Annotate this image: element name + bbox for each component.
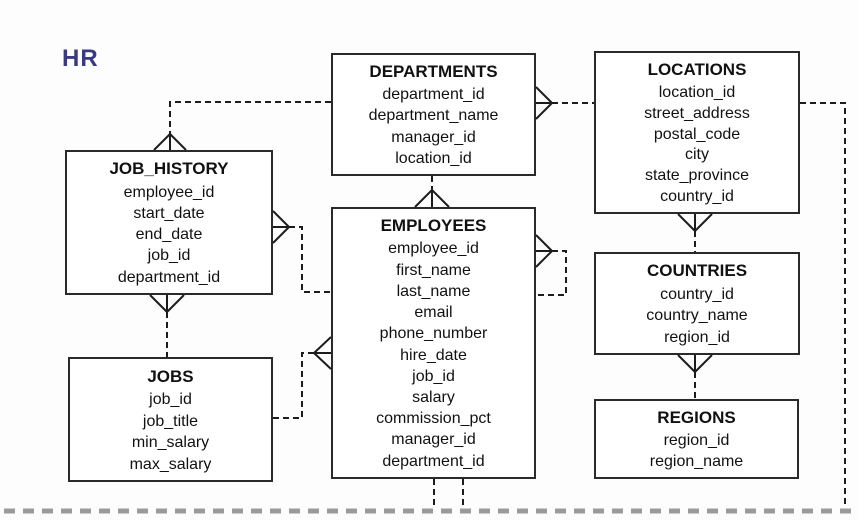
crow-foot-job-history-right-icon [272,210,290,244]
entity-field: hire_date [400,346,467,364]
entity-field: last_name [396,282,471,300]
crow-foot-employees-top-icon [414,189,450,208]
entity-field: state_province [644,167,750,185]
entity-field: email [414,304,453,322]
crow-foot-departments-right-icon [535,86,553,120]
entity-field: first_name [396,261,471,279]
entity-field: phone_number [379,325,488,343]
crow-foot-job-history-top-icon [153,133,187,151]
entity-field: country_name [646,307,748,325]
entity-field: department_id [382,86,485,104]
entity-field: min_salary [131,434,210,451]
entity-job-history: JOB_HISTORY employee_id start_date end_d… [65,150,273,295]
connector-employees-offpage [433,479,464,508]
entity-field: start_date [133,204,205,222]
entity-field: manager_id [391,128,476,146]
entity-field: region_name [649,453,744,470]
entity-field: job_id [412,367,455,385]
entity-field: commission_pct [376,410,491,428]
entity-title: REGIONS [657,408,736,427]
entity-field: end_date [135,226,203,244]
connector-countries-locations [677,213,713,252]
entity-field: employee_id [123,183,215,201]
crow-foot-employees-right-icon [535,234,553,268]
entity-field: max_salary [129,455,212,473]
connector-locations-offpage [800,102,846,507]
entity-field: employee_id [388,240,479,258]
entity-field: job_title [142,412,199,430]
connector-jobs-job-history [149,294,185,357]
schema-label: HR [62,45,99,72]
crow-foot-employees-left-icon [313,336,332,370]
connector-employees-self-manager [535,234,567,296]
entity-field: department_id [382,452,485,470]
entity-field: manager_id [391,431,476,449]
entity-field: country_id [660,188,734,206]
entity-field: postal_code [653,125,741,143]
entity-field: street_address [644,104,750,122]
entity-regions: REGIONS region_id region_name [594,399,799,479]
connector-jobs-employees [273,336,332,419]
entity-locations: LOCATIONS location_id street_address pos… [594,51,800,214]
entity-field: region_id [664,328,730,346]
crow-foot-job-history-bottom-icon [149,294,185,313]
entity-title: JOB_HISTORY [109,159,229,179]
entity-field: job_id [149,391,192,408]
connector-departments-job-history [153,101,331,151]
entity-jobs: JOBS job_id job_title min_salary max_sal… [68,357,273,482]
entity-title: EMPLOYEES [380,216,487,236]
connector-regions-countries [677,354,713,399]
entity-field: region_id [663,432,730,449]
entity-field: city [685,146,709,164]
entity-title: DEPARTMENTS [369,62,498,82]
connector-locations-departments [535,86,594,120]
entity-employees: EMPLOYEES employee_id first_name last_na… [331,207,536,479]
entity-departments: DEPARTMENTS department_id department_nam… [331,53,536,176]
entity-title: LOCATIONS [647,59,747,79]
entity-title: JOBS [147,366,194,386]
entity-field: location_id [658,83,736,101]
entity-field: department_id [117,268,221,286]
entity-field: salary [412,388,455,406]
connector-employees-job-history [272,210,331,293]
entity-field: job_id [147,247,191,265]
entity-field: country_id [660,285,734,303]
entity-countries: COUNTRIES country_id country_name region… [594,252,800,355]
connector-departments-employees [414,176,450,208]
entity-field: department_name [368,107,499,125]
crow-foot-countries-bottom-icon [677,354,713,373]
crow-foot-locations-bottom-icon [677,213,713,232]
entity-field: location_id [395,149,472,167]
entity-title: COUNTRIES [646,261,748,281]
